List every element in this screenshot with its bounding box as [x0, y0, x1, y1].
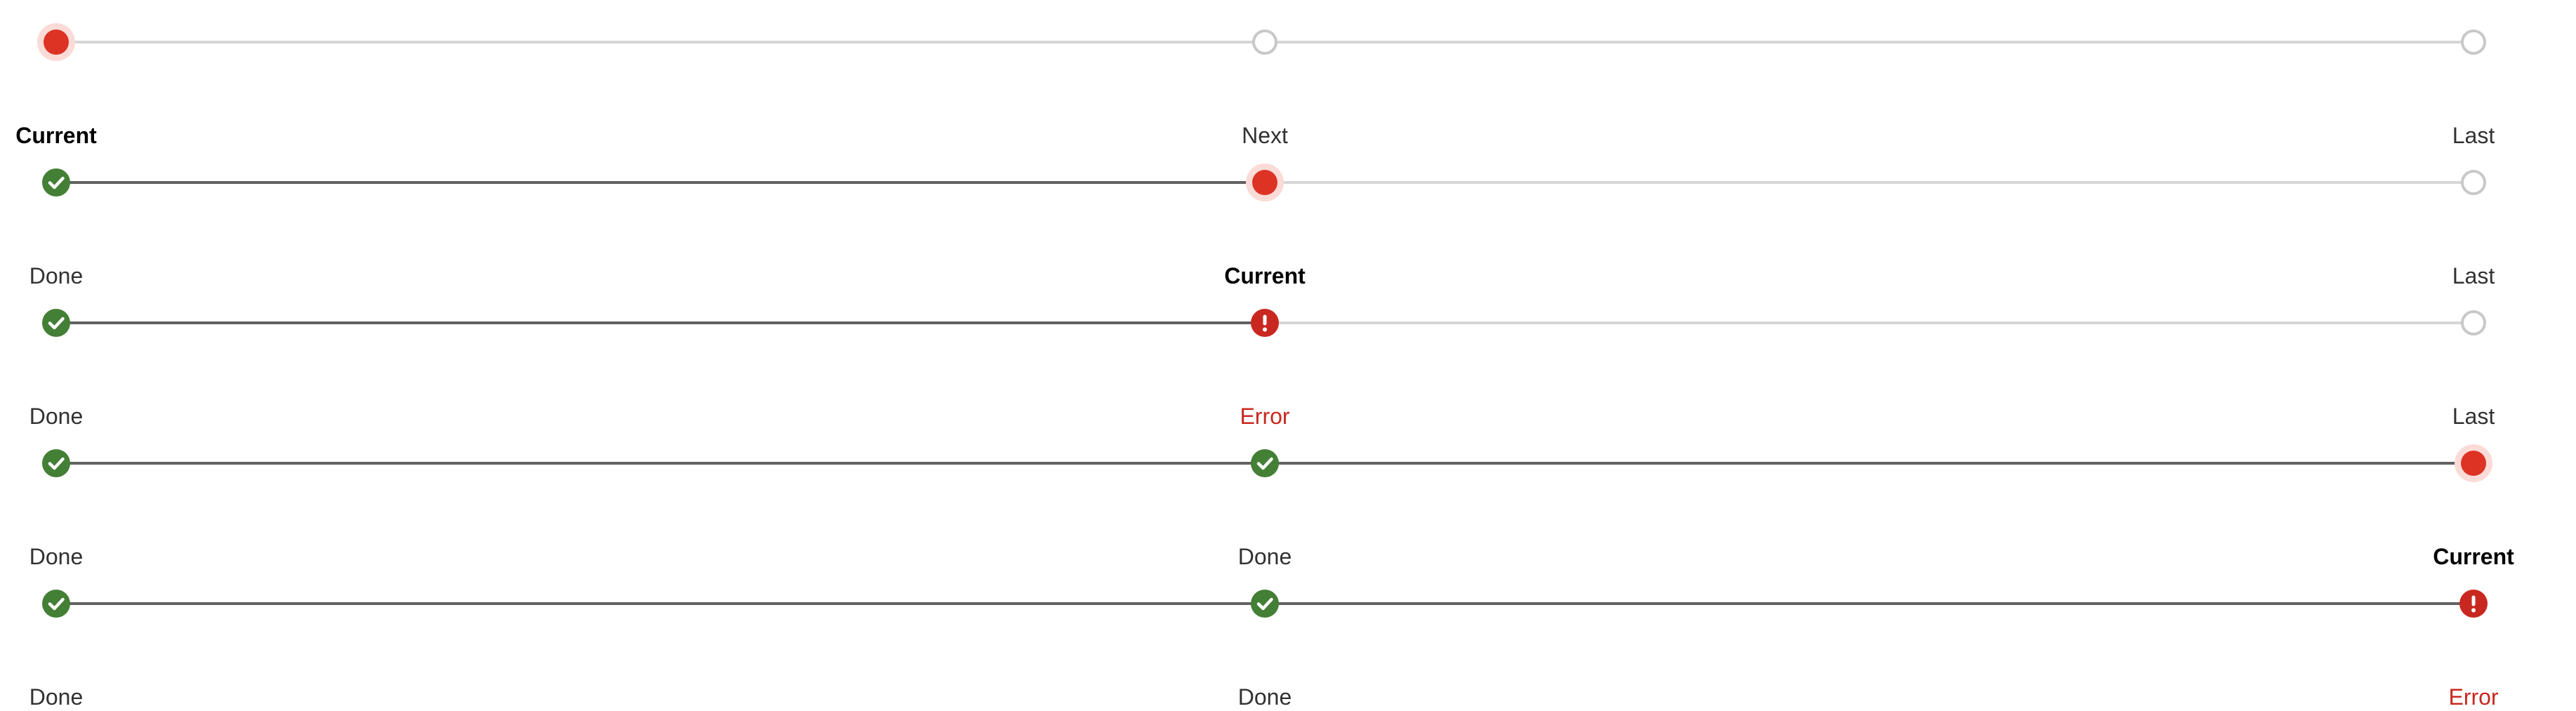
check-circle-icon [42, 168, 70, 197]
connector-line [1265, 181, 2474, 184]
connector-line [1265, 321, 2474, 324]
stepper-5: Done Done Error [0, 562, 2576, 710]
step-label: Last [2452, 123, 2495, 148]
step-label: Done [1237, 544, 1292, 569]
empty-circle-icon [1252, 29, 1277, 55]
step-label: Last [2452, 404, 2495, 429]
step-label: Done [1237, 684, 1292, 710]
check-circle-icon [1251, 449, 1279, 477]
connector-line [56, 321, 1265, 324]
step-label: Current [1224, 263, 1306, 288]
check-circle-icon [42, 309, 70, 337]
check-circle-icon [42, 449, 70, 477]
empty-circle-icon [2461, 310, 2486, 335]
stepper-3: Done Error Last [0, 281, 2576, 429]
step-label: Done [29, 684, 84, 710]
step-label: Done [29, 263, 84, 288]
exclamation-circle-icon [1251, 309, 1279, 337]
current-dot-icon [1246, 164, 1284, 201]
step-label: Next [1242, 123, 1288, 148]
stepper-4: Done Done Current [0, 421, 2576, 569]
connector-line [1265, 41, 2474, 44]
empty-circle-icon [2461, 29, 2486, 55]
step-label: Current [2433, 544, 2514, 569]
check-circle-icon [1251, 590, 1279, 618]
stepper-1: Current Next Last [0, 0, 2576, 148]
step-label: Current [15, 123, 97, 148]
connector-line [56, 41, 1265, 44]
step-label: Last [2452, 263, 2495, 288]
empty-circle-icon [2461, 170, 2486, 195]
step-label: Error [1240, 404, 1290, 429]
exclamation-circle-icon [2459, 590, 2488, 618]
check-circle-icon [42, 590, 70, 618]
connector-line [56, 181, 1265, 184]
connector-line [1265, 602, 2474, 605]
connector-line [56, 602, 1265, 605]
step-label: Error [2448, 684, 2499, 710]
current-dot-icon [2455, 444, 2492, 482]
step-label: Done [29, 544, 84, 569]
connector-line [1265, 462, 2474, 465]
stepper-2: Done Current Last [0, 140, 2576, 288]
current-dot-icon [37, 23, 75, 61]
step-label: Done [29, 404, 84, 429]
connector-line [56, 462, 1265, 465]
